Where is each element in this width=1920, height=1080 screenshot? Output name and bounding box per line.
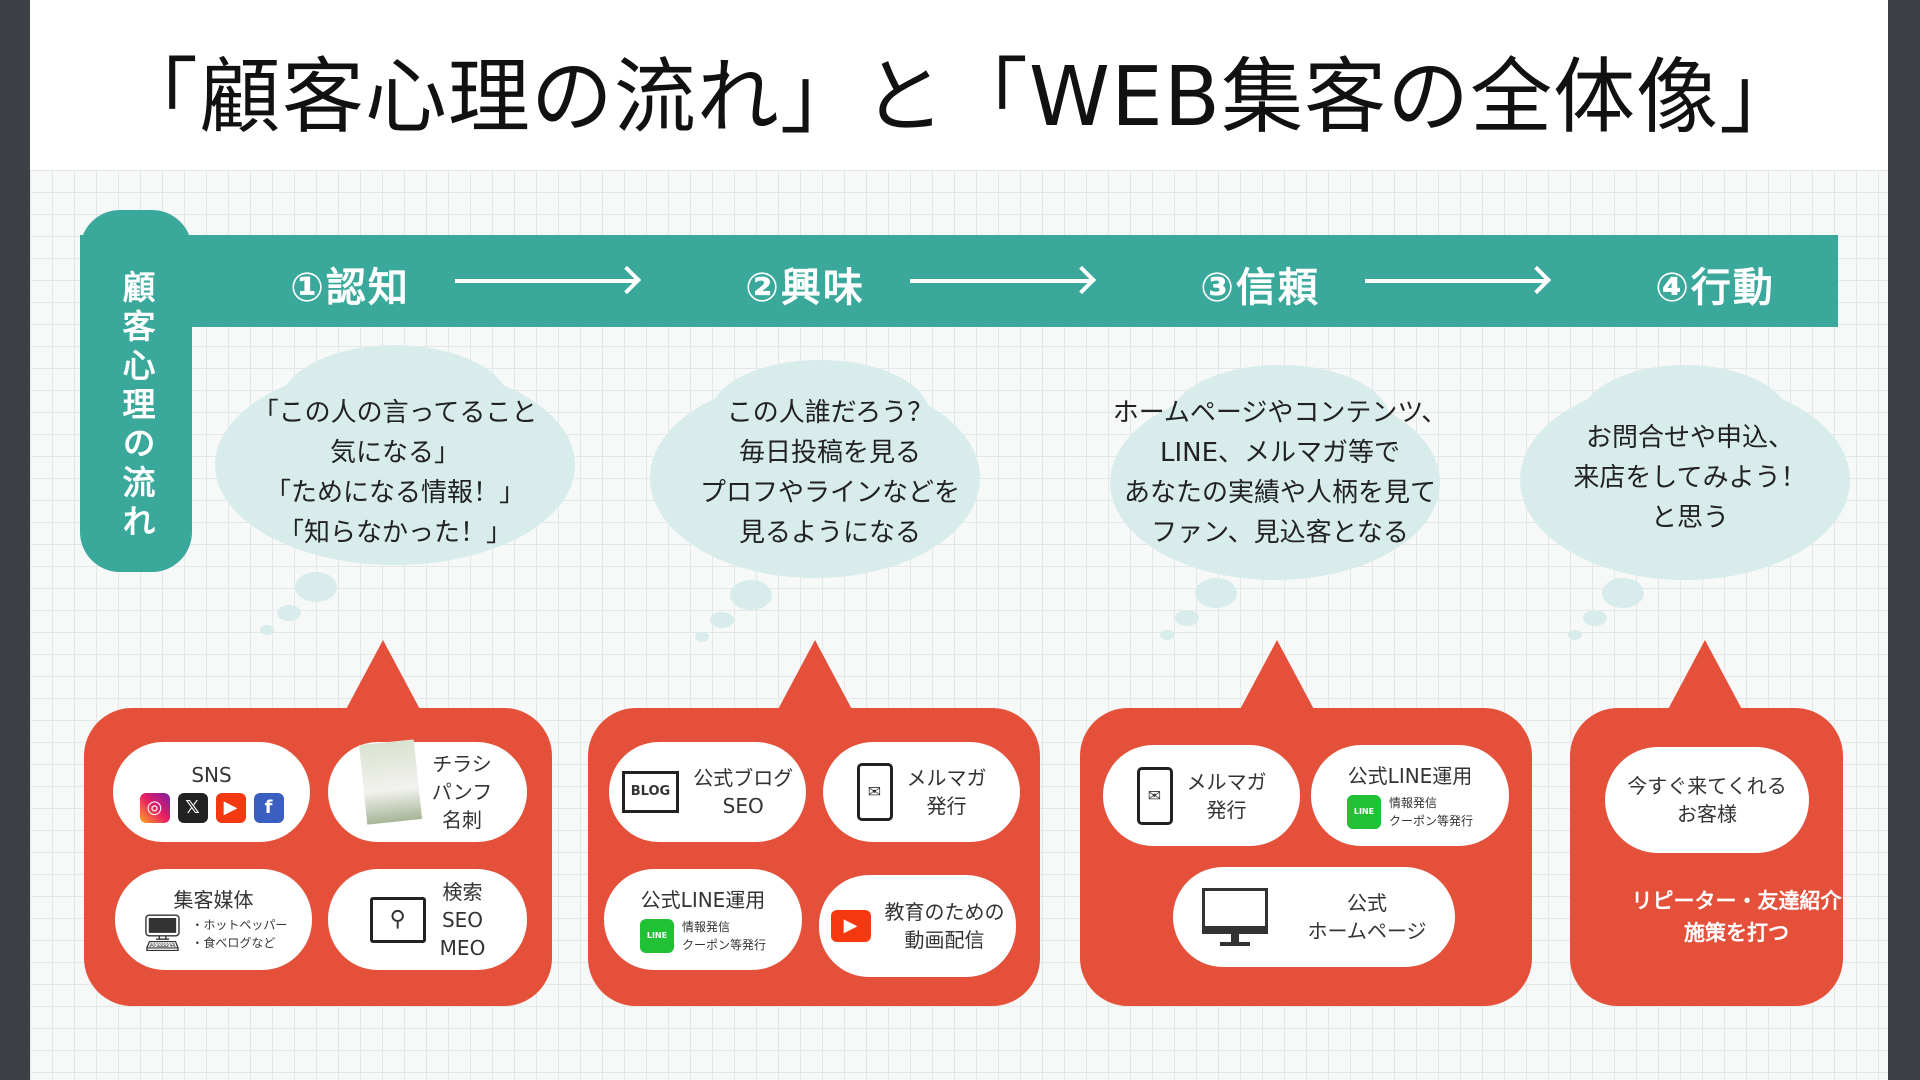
x-icon: 𝕏 [177, 793, 208, 823]
line-item: 情報発信 [1388, 795, 1437, 810]
line-icon: LINE [639, 918, 674, 953]
thought-text-1: 「この人の言ってること 気になる」 「ためになる情報！」 「知らなかった！」 [252, 398, 538, 548]
search-window-icon: ⚲ [369, 896, 426, 943]
flyer-text: チラシ [432, 752, 492, 776]
page-title: 「顧客心理の流れ」と「WEB集客の全体像」 [115, 50, 1803, 145]
media-label: 集客媒体 [173, 887, 254, 912]
callout-pointer [775, 640, 855, 715]
arrow-icon [455, 279, 635, 283]
arrow-icon [1365, 279, 1545, 283]
channel-mail: ✉ メルマガ発行 [823, 742, 1020, 842]
target-customers: 今すぐ来てくれるお客様 [1605, 747, 1809, 853]
customers-text: お客様 [1677, 802, 1737, 826]
channel-video: ▶ 教育のための動画配信 [819, 875, 1016, 977]
line-label: 公式LINE運用 [1347, 763, 1473, 788]
channel-search: ⚲ 検索 SEO MEO [328, 869, 527, 970]
channel-mail: ✉ メルマガ発行 [1103, 745, 1300, 846]
flyer-text: パンフ [431, 780, 493, 804]
search-text: 検索 [442, 879, 483, 904]
mail-text: メルマガ [906, 766, 987, 790]
thought-text-3: ホームページやコンテンツ、 LINE、メルマガ等で あなたの実績や人柄を見て フ… [1112, 398, 1448, 548]
video-text: 動画配信 [904, 928, 985, 952]
callout-pointer [343, 640, 423, 715]
media-item: ・ホットペッパー [191, 917, 288, 932]
channel-blog: BLOG 公式ブログ SEO [609, 742, 806, 842]
thought-text-2: この人誰だろう？ 毎日投稿を見る プロフやラインなどを 見るようになる [699, 398, 960, 548]
thought-text-4: お問合せや申込、 来店をしてみよう！ と思う [1573, 423, 1807, 533]
instagram-icon: ◎ [139, 793, 170, 823]
step-trust: ③信頼 [1200, 265, 1320, 311]
channel-line: 公式LINE運用 LINE 情報発信クーポン等発行 [1311, 745, 1509, 846]
step-action: ④行動 [1655, 265, 1775, 311]
flyer-text: 名刺 [442, 808, 482, 832]
callout-pointer [1665, 640, 1745, 715]
channel-line: 公式LINE運用 LINE 情報発信クーポン等発行 [604, 869, 802, 970]
line-item: 情報発信 [681, 919, 730, 934]
youtube-icon: ▶ [830, 910, 871, 942]
channel-sns: SNS ◎ 𝕏 ▶ f [113, 742, 310, 842]
channel-homepage: 公式ホームページ [1173, 867, 1455, 967]
line-item: クーポン等発行 [681, 937, 766, 952]
step-interest: ②興味 [745, 265, 865, 311]
channel-flyer: チラシパンフ名刺 [328, 739, 527, 842]
mail-text: 発行 [926, 794, 967, 818]
media-item: ・食べログなど [191, 935, 276, 950]
mail-text: 発行 [1206, 797, 1247, 822]
desktop-monitor-icon [1201, 888, 1268, 946]
smartphone-mail-icon: ✉ [856, 763, 893, 821]
line-item: クーポン等発行 [1388, 813, 1473, 828]
search-text: MEO [439, 935, 486, 960]
mail-text: メルマガ [1186, 769, 1267, 794]
monitor-user-icon: 🖥 [139, 912, 186, 954]
sns-label: SNS [191, 763, 232, 787]
line-icon: LINE [1346, 794, 1381, 829]
video-text: 教育のための [884, 900, 1005, 924]
smartphone-mail-icon: ✉ [1136, 766, 1173, 825]
homepage-text: 公式 [1347, 891, 1387, 915]
side-label: 顧客心理の流れ [80, 210, 192, 572]
channel-media: 集客媒体 🖥 ・ホットペッパー・食べログなど [115, 869, 312, 970]
callout-pointer [1237, 640, 1317, 715]
customers-text: 今すぐ来てくれる [1627, 774, 1787, 798]
youtube-icon: ▶ [215, 793, 246, 823]
flyer-image [358, 739, 422, 825]
facebook-icon: f [253, 793, 284, 823]
blog-icon: BLOG [621, 771, 680, 813]
line-label: 公式LINE運用 [640, 887, 766, 912]
arrow-icon [910, 279, 1090, 283]
blog-text: SEO [722, 794, 764, 818]
step-awareness: ①認知 [290, 265, 410, 311]
repeat-strategy-text: リピーター・友達紹介 施策を打つ [1631, 889, 1842, 945]
slide: 「顧客心理の流れ」と「WEB集客の全体像」 顧客心理の流れ ①認知 ②興味 ③信… [30, 0, 1888, 1080]
homepage-text: ホームページ [1307, 919, 1427, 943]
blog-text: 公式ブログ [693, 766, 794, 790]
search-text: SEO [441, 907, 484, 932]
